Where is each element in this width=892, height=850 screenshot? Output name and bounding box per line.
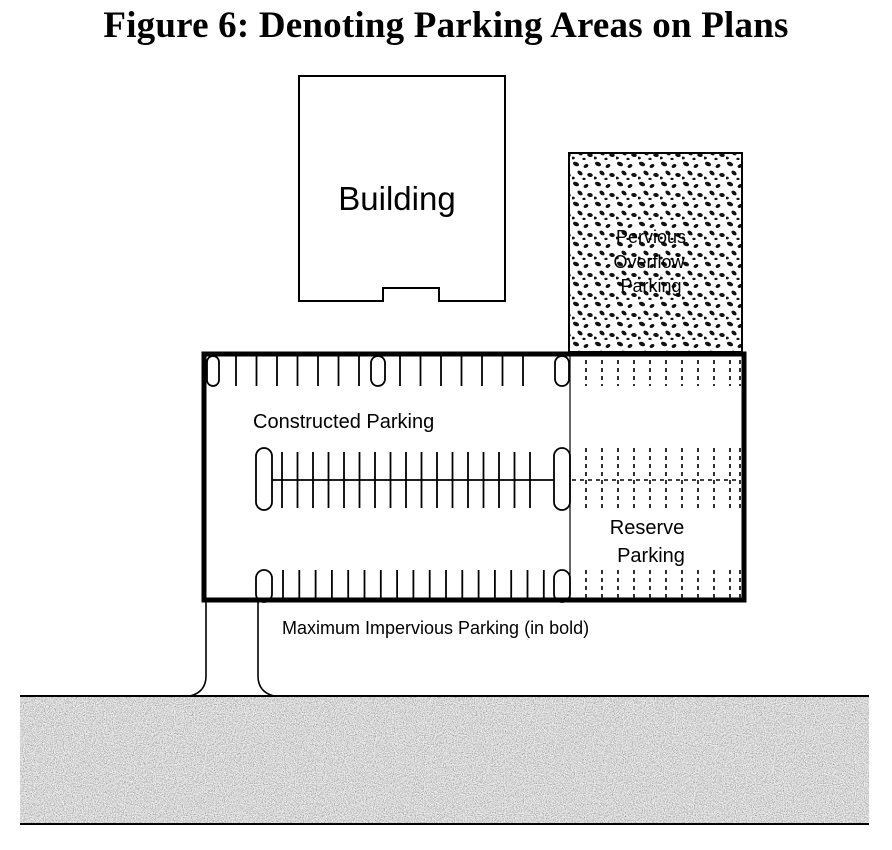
building: Building [298, 75, 506, 302]
landscape-island [553, 569, 571, 603]
reserve-label-line2: Parking [617, 545, 685, 567]
reserve-parking-stalls [572, 360, 741, 598]
building-label: Building [338, 180, 455, 217]
landscape-island [206, 355, 220, 387]
landscape-island [255, 447, 273, 511]
landscape-island [370, 355, 386, 387]
constructed-parking-stalls [206, 355, 571, 603]
landscape-island [554, 355, 570, 387]
maximum-impervious-label: Maximum Impervious Parking (in bold) [282, 618, 589, 638]
pervious-label-line2: Overflow [613, 252, 685, 272]
landscape-island [255, 569, 273, 603]
constructed-parking-label: Constructed Parking [253, 411, 434, 433]
pervious-label-line1: Pervious [616, 227, 686, 247]
maximum-impervious-boundary [201, 351, 747, 603]
road [20, 695, 869, 825]
driveway [189, 602, 275, 697]
pervious-overflow-parking: Pervious Overflow Parking [568, 152, 743, 353]
figure-title: Figure 6: Denoting Parking Areas on Plan… [103, 5, 789, 46]
landscape-island [553, 447, 571, 511]
reserve-label-line1: Reserve [610, 517, 684, 539]
pervious-label-line3: Parking [620, 276, 681, 296]
